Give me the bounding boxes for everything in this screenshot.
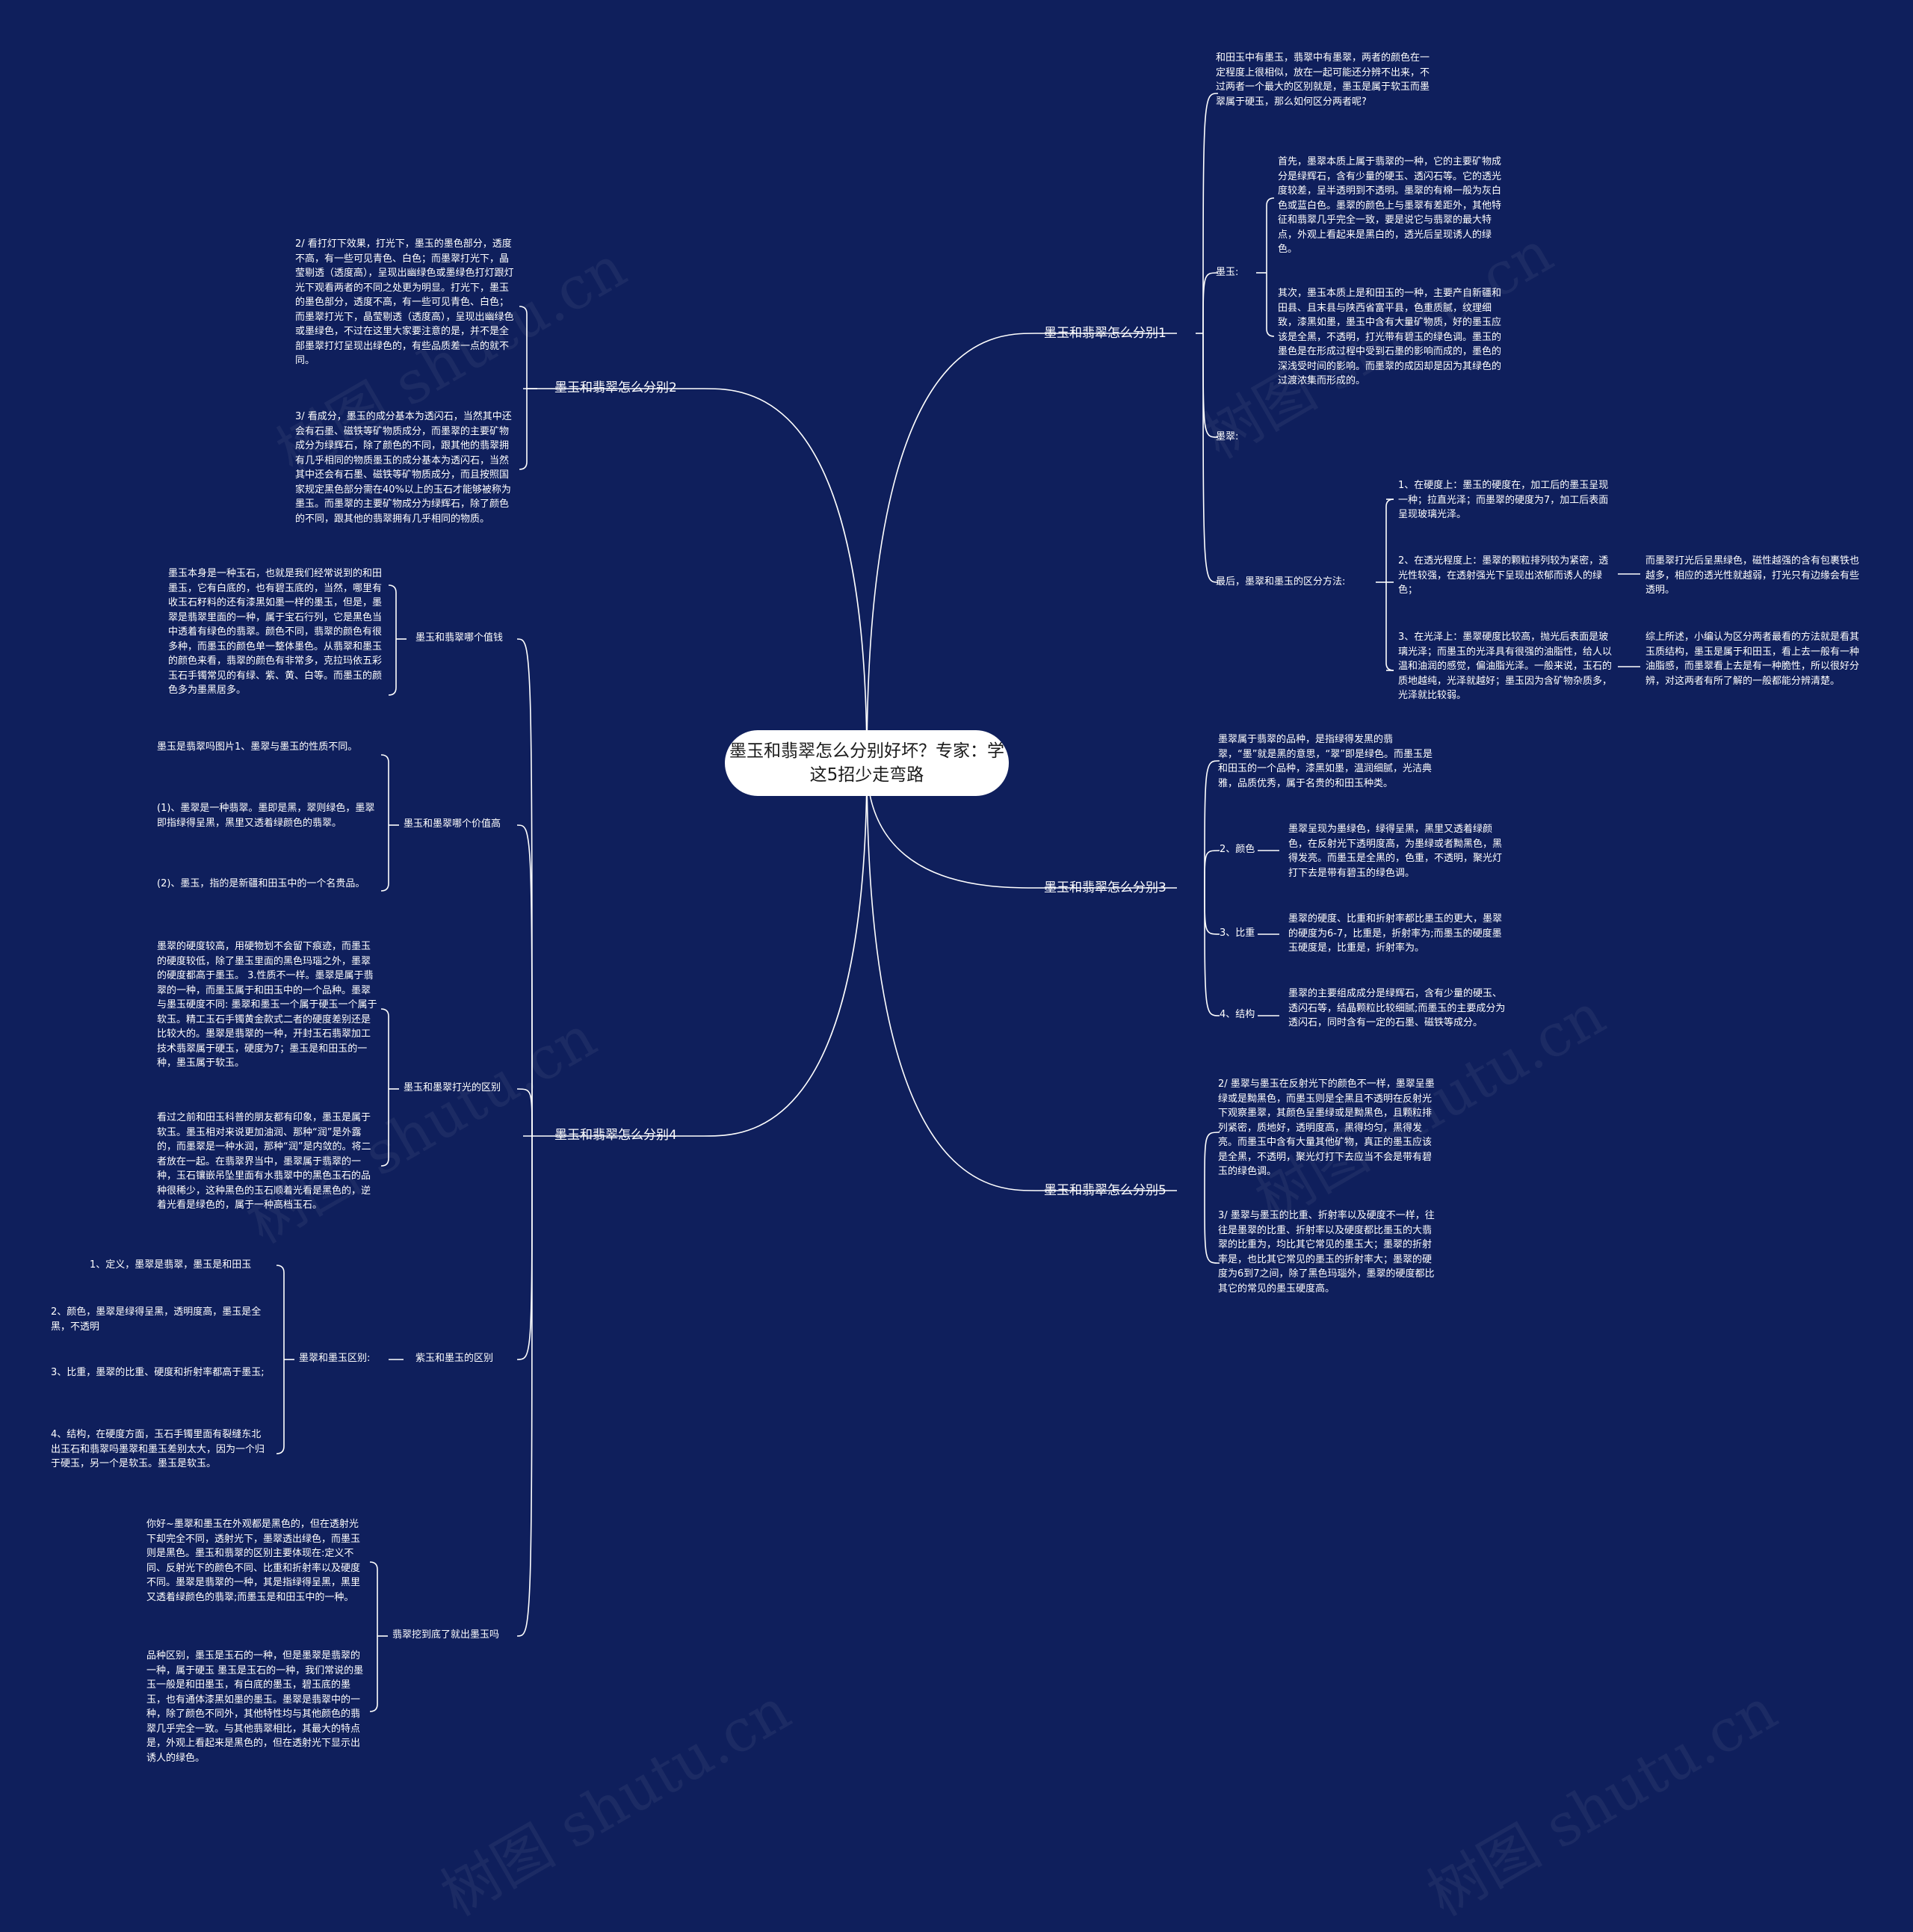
b4-sub5-text-2: 品种区别，墨玉是玉石的一种，但是墨翠是翡翠的一种，属于硬玉 墨玉是玉石的一种，我… <box>146 1650 364 1764</box>
b4-sub1-text: 墨玉本身是一种玉石，也就是我们经常说到的和田墨玉，它有白底的，也有碧玉底的，当然… <box>168 568 383 696</box>
b1-intro-text: 和田玉中有墨玉，翡翠中有墨翠，两者的颜色在一定程度上很相似，放在一起可能还分辨不… <box>1216 52 1430 108</box>
root-branch-line <box>866 762 1177 889</box>
bracket-line <box>380 754 389 892</box>
b1-moyu-text-2: 其次，墨玉本质上是和田玉的一种，主要产自新疆和田县、且末县与陕西省富平县，色重质… <box>1278 288 1502 386</box>
b3-color-label: 2、颜色 <box>1220 844 1255 855</box>
branch-1-label[interactable]: 墨玉和翡翠怎么分别1 <box>1044 326 1166 341</box>
b4-diff-4: 4、结构，在硬度方面，玉石手镯里面有裂缝东北出玉石和翡翠吗墨翠和墨玉差别太大，因… <box>51 1429 265 1469</box>
bracket-line <box>1266 197 1275 337</box>
trunk-line <box>1204 1132 1220 1191</box>
root-branch-line <box>523 388 868 764</box>
trunk-line <box>516 1135 533 1637</box>
branch-2-label[interactable]: 墨玉和翡翠怎么分别2 <box>554 380 677 395</box>
b4-sub2-label: 墨玉和墨翠哪个价值高 <box>404 818 501 830</box>
root-branch-line <box>866 333 1177 764</box>
trunk-line <box>1202 93 1219 334</box>
trunk-line <box>516 1135 533 1360</box>
b4-diff-label: 墨翠和墨玉区别: <box>299 1353 371 1364</box>
b1-mocui-label: 墨翠: <box>1216 431 1239 442</box>
bracket-line <box>519 306 528 470</box>
b4-sub5-label: 翡翠挖到底了就出墨玉吗 <box>392 1629 500 1641</box>
trunk-line <box>516 1088 533 1137</box>
b4-diff-2: 2、颜色，墨翠是绿得呈黑，透明度高，墨玉是全黑，不透明 <box>51 1306 262 1333</box>
b2-text-1: 2/ 看打灯下效果，打光下，墨玉的墨色部分，透度不高，有一些可见青色、白色；而墨… <box>295 238 514 366</box>
b4-sub4-label: 紫玉和墨玉的区别 <box>415 1353 494 1364</box>
b1-method-3-note: 综上所述，小编认为区分两者最看的方法就是看其玉质结构，墨玉是属于和田玉，看上去一… <box>1645 632 1860 687</box>
root-title: 墨玉和翡翠怎么分别好坏？专家：学这5招少走弯路 <box>729 741 1004 785</box>
root-branch-line <box>866 762 1177 1191</box>
b1-method-label: 最后，墨翠和墨玉的区分方法: <box>1216 576 1346 587</box>
b4-diff-1: 1、定义，墨翠是翡翠，墨玉是和田玉 <box>90 1259 252 1271</box>
b4-sub1-label: 墨玉和翡翠哪个值钱 <box>415 632 504 644</box>
b1-method-1: 1、在硬度上：墨玉的硬度在，加工后的墨玉呈现一种；拉直光泽；而墨翠的硬度为7，加… <box>1398 480 1609 520</box>
b1-method-2-note: 而墨翠打光后呈黑绿色，磁性越强的含有包裹铁也越多，相应的透光性就越弱，打光只有边… <box>1645 555 1860 596</box>
b5-text-2: 3/ 墨翠与墨玉的比重、折射率以及硬度不一样，往往是墨翠的比重、折射率以及硬度都… <box>1218 1210 1435 1294</box>
trunk-line <box>1202 272 1219 334</box>
b4-sub3-text-2: 看过之前和田玉科普的朋友都有印象，墨玉是属于软玉。墨玉相对来说更加油润、那种“润… <box>157 1112 371 1211</box>
b3-density-text: 墨翠的硬度、比重和折射率都比墨玉的更大，墨翠的硬度为6-7，比重是，折射率为;而… <box>1288 913 1503 954</box>
b2-text-2: 3/ 看成分，墨玉的成分基本为透闪石，当然其中还会有石墨、磁铁等矿物质成分，而墨… <box>295 411 512 525</box>
root-branch-line <box>523 762 868 1137</box>
b4-sub2-text-3: (2)、墨玉，指的是新疆和田玉中的一个名贵品。 <box>157 878 365 889</box>
branch-5-label[interactable]: 墨玉和翡翠怎么分别5 <box>1044 1183 1166 1198</box>
bracket-line <box>276 1265 285 1454</box>
b1-moyu-label: 墨玉: <box>1216 267 1239 278</box>
b3-density-label: 3、比重 <box>1220 928 1255 939</box>
b4-sub3-label: 墨玉和墨翠打光的区别 <box>404 1082 501 1093</box>
branch-3-label[interactable]: 墨玉和翡翠怎么分别3 <box>1044 880 1166 895</box>
trunk-line <box>1202 333 1219 583</box>
b3-intro-text: 墨翠属于翡翠的品种，是指绿得发黑的翡翠，“墨”就是黑的意思，“翠”即是绿色。而墨… <box>1218 734 1433 789</box>
trunk-line <box>516 824 533 1137</box>
root-node[interactable]: 墨玉和翡翠怎么分别好坏？专家：学这5招少走弯路 <box>725 730 1009 796</box>
bracket-line <box>1385 499 1394 671</box>
trunk-line <box>1204 887 1220 1016</box>
branch-4-label[interactable]: 墨玉和翡翠怎么分别4 <box>554 1128 677 1143</box>
mind-map: 树图 shutu.cn 树图 shutu.cn 树图 shutu.cn 树图 s… <box>51 52 1860 1929</box>
b4-sub5-text-1: 你好~墨翠和墨玉在外观都是黑色的，但在透射光下却完全不同，透射光下，墨翠透出绿色… <box>146 1519 361 1603</box>
b4-sub2-text-1: 墨玉是翡翠吗图片1、墨翠与墨玉的性质不同。 <box>157 741 358 753</box>
trunk-line <box>1204 887 1220 935</box>
connector-lines <box>276 93 1640 1712</box>
b3-structure-label: 4、结构 <box>1220 1009 1255 1020</box>
b4-diff-3: 3、比重，墨翠的比重、硬度和折射率都高于墨玉; <box>51 1367 265 1378</box>
trunk-line <box>1204 1190 1220 1264</box>
b4-sub2-text-2: (1)、墨翠是一种翡翠。墨即是黑，翠则绿色，墨翠即指绿得呈黑，黑里又透着绿颜色的… <box>157 803 375 829</box>
bracket-line <box>369 1561 378 1712</box>
b4-sub3-text-1: 墨翠的硬度较高，用硬物划不会留下痕迹，而墨玉的硬度较低，除了墨玉里面的黑色玛瑙之… <box>157 941 377 1069</box>
trunk-line <box>1204 850 1220 889</box>
trunk-line <box>1204 760 1220 889</box>
b1-moyu-text-1: 首先，墨翠本质上属于翡翠的一种，它的主要矿物成分是绿辉石，含有少量的硬玉、透闪石… <box>1278 156 1502 255</box>
b3-structure-text: 墨翠的主要组成成分是绿辉石，含有少量的硬玉、透闪石等，结晶颗粒比较细腻;而墨玉的… <box>1288 988 1506 1028</box>
b3-color-text: 墨翠呈现为墨绿色，绿得呈黑，黑里又透着绿颜色，在反射光下透明度高，为墨绿或者黝黑… <box>1288 824 1503 879</box>
bracket-line <box>388 584 397 696</box>
b1-method-2: 2、在透光程度上：墨翠的颗粒排列较为紧密，透光性较强，在透射强光下呈现出浓郁而诱… <box>1398 555 1609 596</box>
b5-text-1: 2/ 墨翠与墨玉在反射光下的颜色不一样，墨翠呈墨绿或是黝黑色，而墨玉则是全黑且不… <box>1218 1078 1435 1177</box>
b1-method-3: 3、在光泽上：墨翠硬度比较高，抛光后表面是玻璃光泽；而墨玉的光泽具有很强的油脂性… <box>1398 632 1613 701</box>
bracket-line <box>380 1008 389 1167</box>
